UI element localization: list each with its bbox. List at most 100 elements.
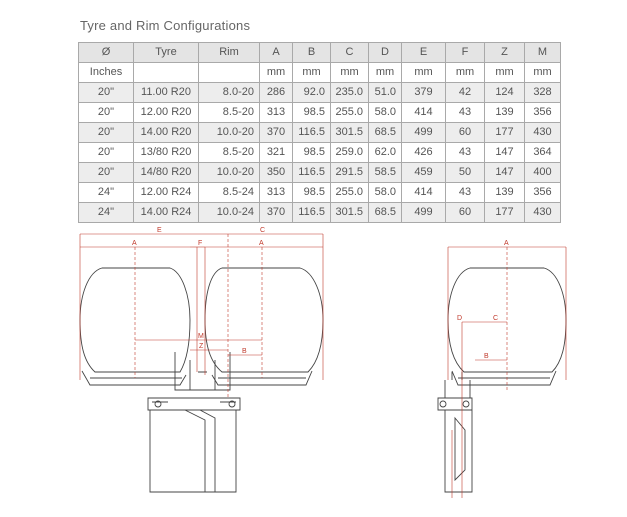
table-cell: 370 [259,122,293,143]
table-cell: 58.0 [368,102,402,123]
table-cell: 255.0 [330,102,369,123]
dual-dimension-labels: E A F C A M Z B [132,227,265,355]
single-wheel-diagram [437,267,567,493]
table-cell: 10.0-24 [198,202,260,223]
table-cell: mm [524,62,561,83]
table-cell: Inches [78,62,134,83]
table-cell: 13/80 R20 [133,142,199,163]
table-cell: 14.00 R24 [133,202,199,223]
table-cell: 328 [524,82,561,103]
table-cell: 14/80 R20 [133,162,199,183]
table-cell: 12.00 R20 [133,102,199,123]
table-cell: 139 [484,102,525,123]
table-cell: Rim [198,42,260,63]
dim-label-Z: Z [199,343,204,350]
single-rim [451,370,557,386]
table-cell: mm [368,62,402,83]
hub [174,352,231,391]
table-cell: 499 [401,122,446,143]
table-cell: 24" [78,202,134,223]
table-cell: 42 [445,82,485,103]
table-cell: 20" [78,82,134,103]
dim-label-C: C [493,315,498,322]
table-cell: B [292,42,331,63]
dim-label-D: D [457,315,462,322]
table-cell [198,62,260,83]
single-dimension-labels: A D C B [457,240,509,360]
table-cell: mm [445,62,485,83]
table-cell: mm [330,62,369,83]
table-cell: 68.5 [368,122,402,143]
table-cell: 43 [445,102,485,123]
table-cell: 235.0 [330,82,369,103]
dual-wheel-diagram [79,267,324,493]
dual-dimensions [79,233,324,398]
table-cell: 8.5-24 [198,182,260,203]
table-cell: 116.5 [292,202,331,223]
table-cell: 370 [259,202,293,223]
table-cell: 291.5 [330,162,369,183]
axle-housing [149,409,237,493]
table-cell: M [524,42,561,63]
table-cell: 177 [484,122,525,143]
dim-label-F: F [198,240,202,247]
table-cell: E [401,42,446,63]
dim-label-A: A [132,240,137,247]
table-cell: 10.0-20 [198,122,260,143]
table-cell: Z [484,42,525,63]
table-cell: 430 [524,122,561,143]
dim-label-B: B [242,348,247,355]
table-cell: 313 [259,102,293,123]
dim-label-A: A [504,240,509,247]
table-cell: 459 [401,162,446,183]
table-cell: 259.0 [330,142,369,163]
table-cell: 14.00 R20 [133,122,199,143]
single-axle [437,397,473,493]
table-cell: 20" [78,162,134,183]
table-cell: 50 [445,162,485,183]
table-cell: 499 [401,202,446,223]
right-tyre-outline [204,267,324,373]
table-cell: 10.0-20 [198,162,260,183]
table-cell: 430 [524,202,561,223]
table-cell: 60 [445,202,485,223]
table-cell: 20" [78,122,134,143]
table-cell: D [368,42,402,63]
table-cell: 58.5 [368,162,402,183]
table-cell: 356 [524,102,561,123]
table-cell: 177 [484,202,525,223]
table-cell: 116.5 [292,122,331,143]
table-cell: Tyre [133,42,199,63]
table-cell: C [330,42,369,63]
single-dimensions [447,246,567,498]
table-cell: 98.5 [292,182,331,203]
table-cell: 11.00 R20 [133,82,199,103]
table-cell: mm [484,62,525,83]
page-title: Tyre and Rim Configurations [80,18,251,33]
dim-label-M: M [198,333,204,340]
table-cell: 139 [484,182,525,203]
table-cell: 364 [524,142,561,163]
axle-flange [147,397,241,411]
table-cell: 68.5 [368,202,402,223]
single-tyre-outline [447,267,567,373]
table-cell: 400 [524,162,561,183]
table-cell: Ø [78,42,134,63]
dim-label-C: C [260,227,265,234]
left-rim [81,370,187,386]
table-cell: 379 [401,82,446,103]
table-cell: 51.0 [368,82,402,103]
left-tyre-outline [79,267,191,373]
table-cell: mm [259,62,293,83]
table-cell: 24" [78,182,134,203]
table-cell: 124 [484,82,525,103]
